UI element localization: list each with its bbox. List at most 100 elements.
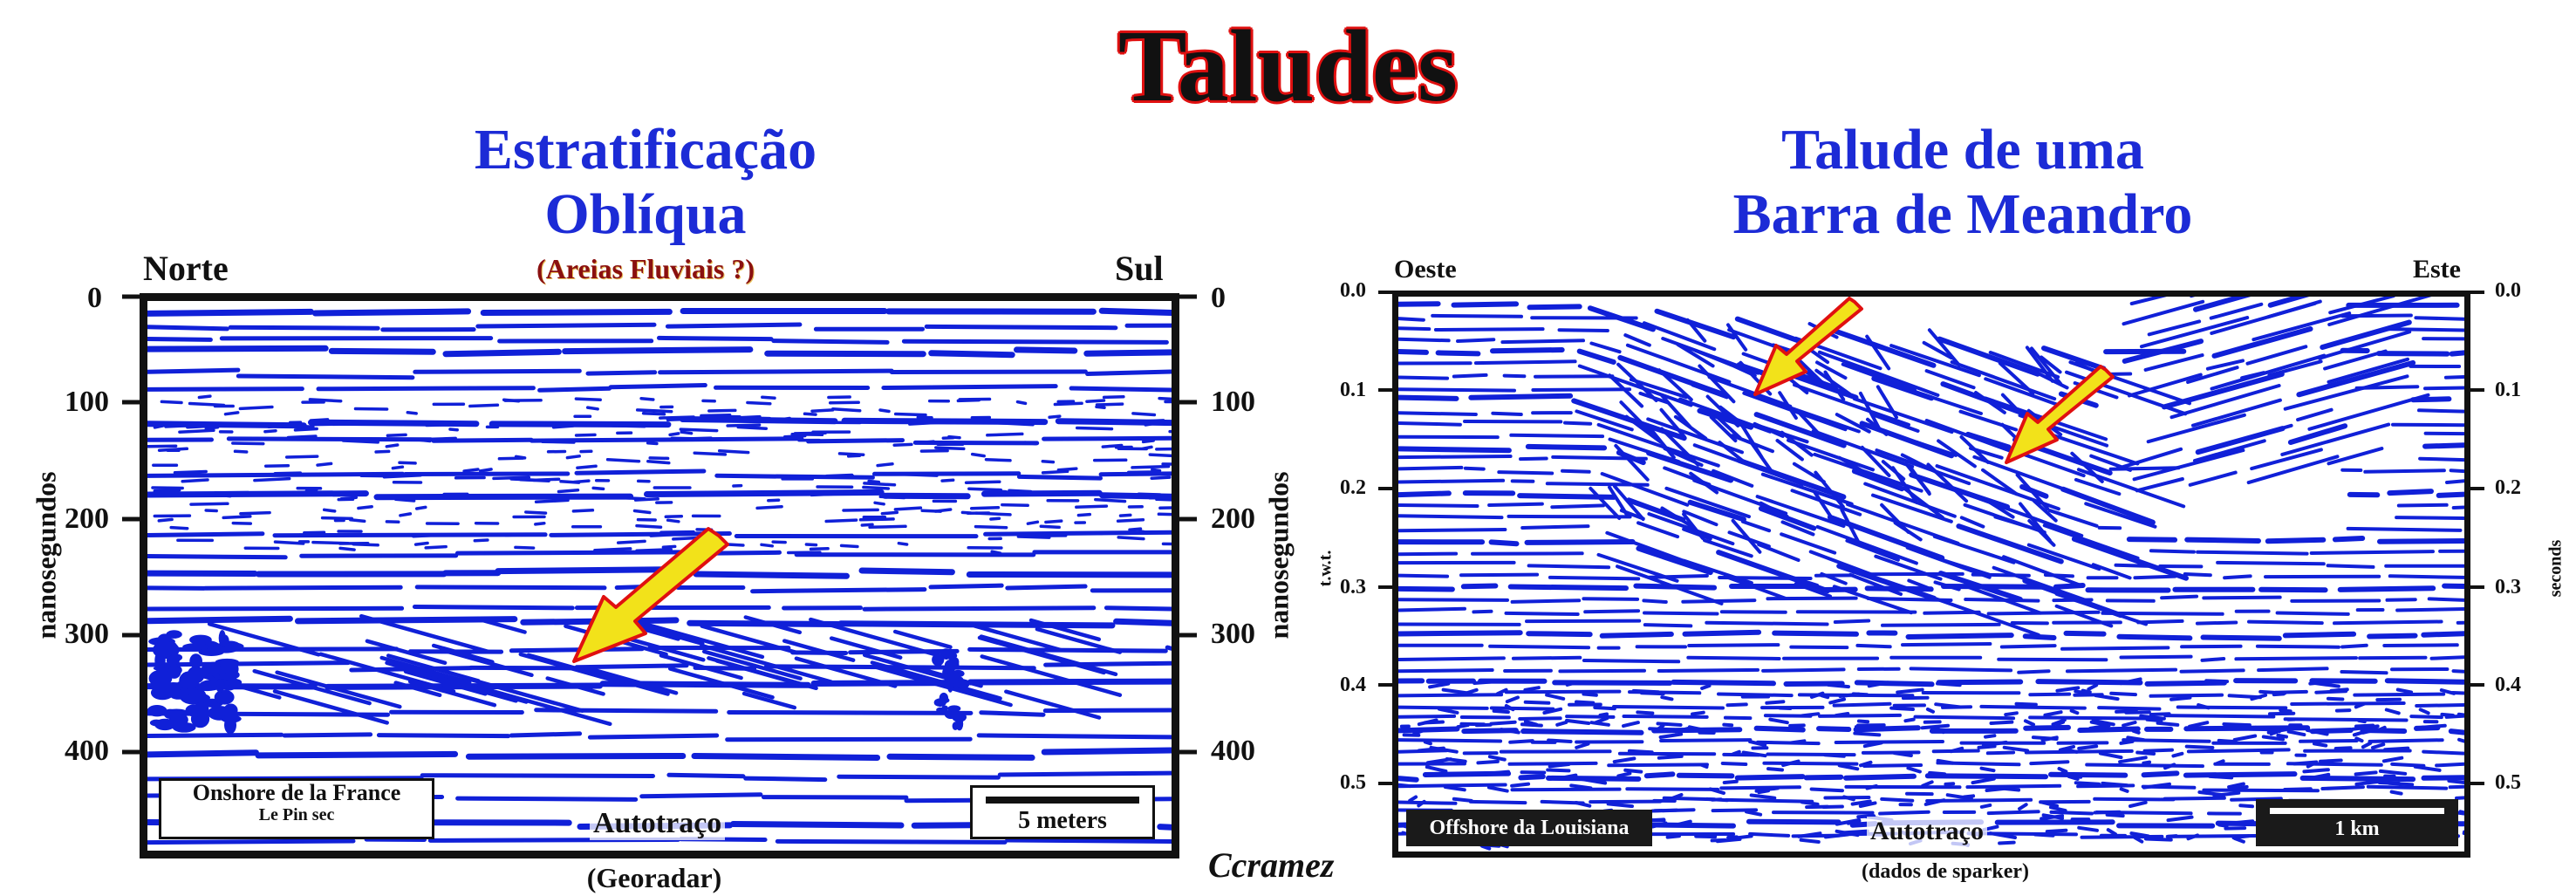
reflector-segment: [2030, 346, 2062, 386]
reflector-segment: [1642, 598, 1668, 604]
right-scale-label: 1 km: [2334, 817, 2380, 840]
reflector-segment: [1933, 726, 1945, 735]
reflector-segment: [1756, 740, 1821, 746]
reflector-segment: [2382, 643, 2459, 647]
reflector-segment: [2251, 311, 2352, 342]
reflector-segment: [189, 502, 229, 506]
reflector-segment: [2333, 746, 2353, 750]
reflector-segment: [1435, 350, 1481, 357]
reflector-segment: [2351, 724, 2380, 731]
reflector-segment: [1534, 374, 1615, 379]
reflector-segment: [1986, 610, 2101, 616]
reflector-segment: [2163, 763, 2176, 770]
reflector-segment: [635, 547, 673, 553]
reflector-segment: [919, 448, 949, 453]
reflector-segment: [1748, 831, 1791, 838]
reflector-segment: [1504, 611, 1580, 616]
reflector-segment: [2074, 781, 2101, 786]
reflector-segment: [1511, 655, 1582, 660]
reflector-segment: [2042, 523, 2140, 560]
reflector-segment: [2119, 739, 2135, 745]
reflector-segment: [771, 339, 890, 345]
reflector-segment: [1707, 375, 1793, 408]
reflector-segment: [2122, 721, 2137, 728]
reflector-segment: [574, 433, 597, 437]
reflector-segment: [1691, 383, 1729, 400]
right-title-line2: Barra de Meandro: [1732, 182, 2193, 246]
reflector-segment: [1862, 741, 1883, 749]
reflector-segment: [461, 675, 584, 713]
reflector-segment: [562, 346, 754, 355]
reflector-segment: [2383, 327, 2464, 332]
reflector-segment: [1398, 394, 1459, 401]
reflector-segment: [2002, 555, 2081, 587]
reflector-segment: [824, 518, 858, 523]
left-tick-300-right: 300: [1211, 618, 1255, 650]
reflector-segment: [2186, 748, 2291, 754]
reflector-segment: [2217, 823, 2229, 828]
reflector-segment: [2115, 447, 2183, 471]
reflector-segment: [1155, 447, 1172, 451]
reflector-segment: [1726, 323, 1748, 352]
reflector-segment: [1004, 689, 1102, 720]
reflector-segment: [1622, 715, 1709, 719]
reflector-segment: [2320, 319, 2412, 350]
reflector-segment: [1165, 645, 1172, 651]
reflector-segment: [1974, 391, 2006, 414]
reflector-segment: [2119, 677, 2142, 686]
reflector-segment: [1981, 740, 2008, 748]
author-signature: Ccramez: [1208, 845, 1335, 885]
reflector-segment: [1935, 464, 2060, 511]
reflector-segment: [858, 517, 895, 522]
reflector-segment: [1623, 768, 1643, 774]
reflector-segment: [1460, 583, 1499, 590]
reflector-segment: [2049, 805, 2067, 813]
reflector-segment: [2247, 619, 2324, 626]
right-tick-3: 0.3: [1340, 576, 1366, 598]
reflector-segment: [2015, 473, 2050, 511]
reflector-segment: [1703, 538, 1753, 558]
reflector-segment: [2357, 718, 2367, 724]
reflector-segment: [160, 400, 183, 405]
right-tick-2-right: 0.2: [2495, 476, 2521, 499]
reflector-segment: [635, 408, 673, 414]
reflector-segment: [1757, 543, 1800, 562]
reflector-segment: [2070, 451, 2104, 483]
right-scale-bar: [2270, 808, 2444, 814]
reflector-segment: [2286, 729, 2306, 737]
reflector-segment: [707, 408, 737, 413]
reflector-segment: [1689, 471, 1719, 495]
reflector-segment: [829, 636, 903, 660]
reflector-segment: [2309, 550, 2435, 555]
reflector-segment: [1490, 347, 1565, 354]
reflector-segment: [1928, 770, 1947, 776]
reflector-segment: [1903, 717, 1916, 723]
reflector-segment: [1724, 797, 1814, 804]
reflector-segment: [399, 512, 413, 517]
reflector-segment: [2258, 586, 2328, 593]
reflector-blob: [225, 670, 240, 680]
reflector-segment: [1489, 706, 1555, 711]
reflector-segment: [393, 497, 416, 503]
reflector-segment: [353, 407, 389, 411]
reflector-segment: [1708, 787, 1725, 796]
reflector-segment: [2363, 469, 2446, 474]
reflector-segment: [1993, 515, 2029, 529]
right-caption: (dados de sparker): [1861, 860, 2029, 883]
left-caption: (Georadar): [586, 862, 722, 893]
reflector-segment: [2423, 386, 2464, 391]
reflector-segment: [771, 540, 787, 544]
reflector-segment: [1622, 721, 1640, 728]
reflector-segment: [2451, 669, 2464, 674]
reflector-segment: [1043, 660, 1172, 667]
reflector-segment: [1979, 803, 1992, 809]
reflector-segment: [2282, 631, 2357, 639]
reflector-segment: [1489, 720, 1517, 726]
reflector-segment: [541, 440, 576, 444]
reflector-segment: [2004, 711, 2019, 717]
reflector-segment: [2032, 499, 2058, 523]
reflector-segment: [2114, 563, 2152, 568]
reflector-segment: [545, 676, 605, 696]
reflector-segment: [2077, 825, 2099, 832]
reflector-segment: [2171, 751, 2184, 758]
